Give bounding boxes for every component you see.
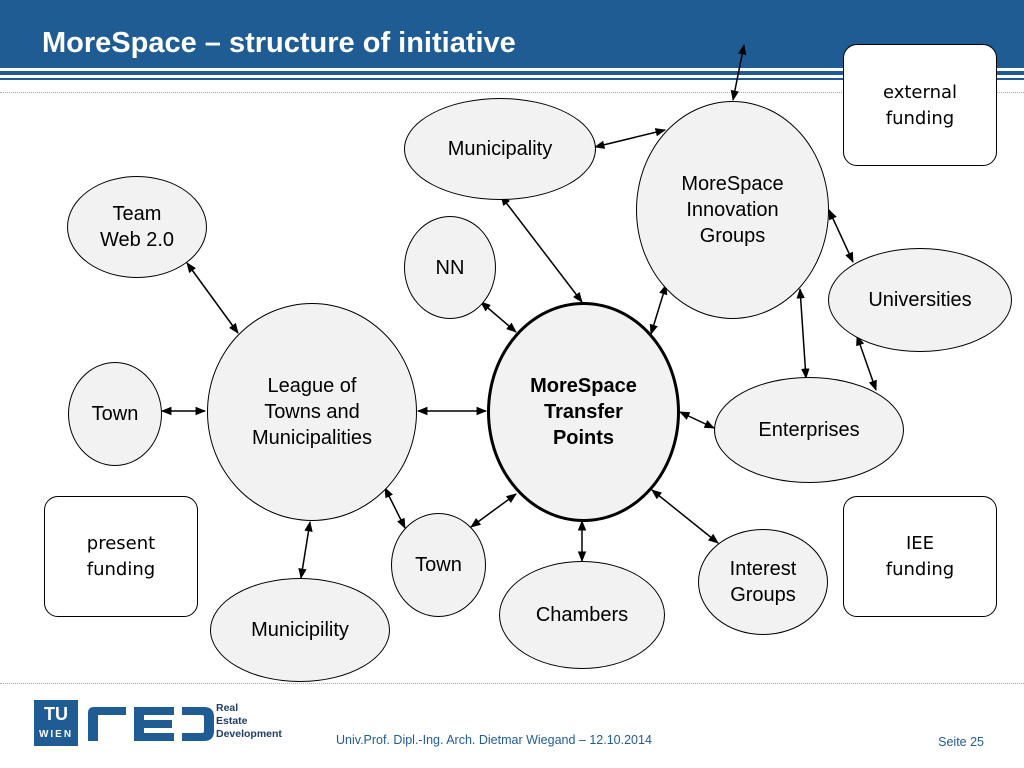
box-present-funding: present funding xyxy=(44,496,198,617)
node-nn: NN xyxy=(404,216,496,319)
node-enterprises: Enterprises xyxy=(714,377,904,483)
node-innovation-groups: MoreSpace Innovation Groups xyxy=(636,101,829,319)
arrow-innovation-universities xyxy=(828,209,854,263)
title-bar: MoreSpace – structure of initiative xyxy=(0,0,1024,68)
footer-divider xyxy=(0,683,1024,684)
arrow-innovation-enterprises xyxy=(796,287,810,380)
arrow-league-town xyxy=(384,487,406,529)
arrow-municipality-center xyxy=(500,195,583,303)
slide-title: MoreSpace – structure of initiative xyxy=(42,27,516,59)
arrow-innovation-center xyxy=(649,283,668,336)
header-divider xyxy=(0,92,1024,93)
header-stripe xyxy=(0,71,1024,75)
arrow-municipality-innovation xyxy=(593,128,667,149)
page-number: Seite 25 xyxy=(938,735,984,749)
node-town-bottom: Town xyxy=(391,513,486,617)
footer-credit: Univ.Prof. Dipl.-Ing. Arch. Dietmar Wieg… xyxy=(336,733,652,747)
arrow-league-municipility xyxy=(298,520,313,580)
box-external-funding: external funding xyxy=(843,44,997,166)
arrow-team-league xyxy=(186,262,239,334)
red-logo-icon xyxy=(88,707,214,741)
node-transfer-points: MoreSpace Transfer Points xyxy=(487,302,680,522)
arrow-nn-center xyxy=(480,301,517,333)
arrow-town-center xyxy=(470,493,517,528)
node-town-left: Town xyxy=(68,362,162,466)
node-municipality: Municipality xyxy=(404,98,596,200)
header-stripe-thin xyxy=(0,78,1024,80)
arrow-universities-enterprises xyxy=(856,335,877,391)
node-universities: Universities xyxy=(828,248,1012,352)
node-league: League of Towns and Municipalities xyxy=(207,303,417,521)
tu-wien-logo-icon: TU WIEN xyxy=(34,700,78,746)
node-chambers: Chambers xyxy=(499,561,665,669)
arrow-center-interest xyxy=(651,489,719,544)
box-iee-funding: IEE funding xyxy=(843,496,997,617)
node-interest-groups: Interest Groups xyxy=(698,529,828,635)
arrow-center-enterprises xyxy=(679,411,715,429)
node-team-web20: Team Web 2.0 xyxy=(67,176,207,278)
arrow-innovation-external xyxy=(730,43,747,102)
logo-wordmark: Real Estate Development xyxy=(216,702,282,740)
node-municipility: Municipility xyxy=(210,578,390,682)
tu-wien-red-logo: TU WIEN Real Estate Development xyxy=(34,700,294,750)
